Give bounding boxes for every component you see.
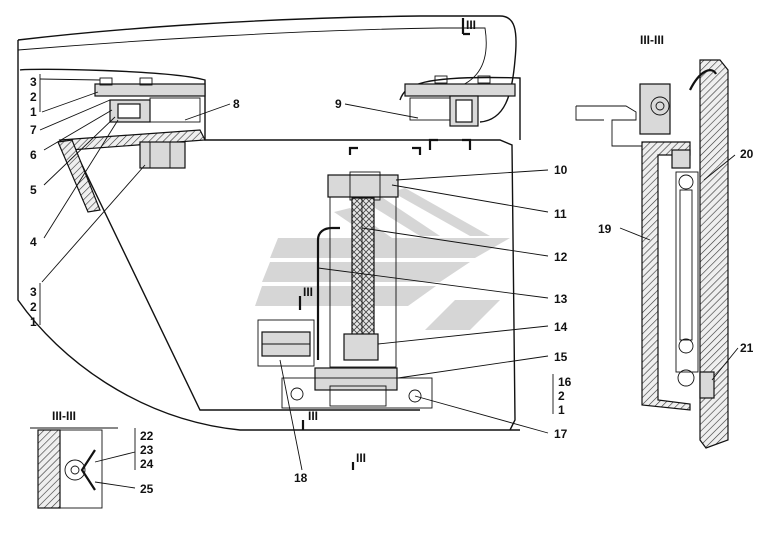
callout-4: 4 <box>30 235 37 249</box>
section-label-bottom: III <box>308 409 318 423</box>
roof-panel <box>19 68 516 431</box>
callout-8: 8 <box>233 97 240 111</box>
lift-mechanism <box>257 146 433 409</box>
stack-inset-0: 22 <box>140 429 154 443</box>
inset-section-view <box>30 427 118 509</box>
section-title-right: III-III <box>640 33 664 47</box>
section-label-mid: III <box>303 285 313 299</box>
cab-roof-inner <box>17 27 487 89</box>
cab-left-wall <box>17 40 520 431</box>
callout-9: 9 <box>335 97 342 111</box>
callout-13: 13 <box>554 292 568 306</box>
labels: III III III III III-III III-III 3 2 1 7 … <box>30 18 754 496</box>
callout-14: 14 <box>554 320 568 334</box>
section-tick-top <box>461 18 470 36</box>
callout-15: 15 <box>554 350 568 364</box>
section-label-top: III <box>466 18 476 32</box>
stack-bottom-left-1: 2 <box>30 300 37 314</box>
stack-bars <box>39 74 554 470</box>
callout-7: 7 <box>30 123 37 137</box>
main-view <box>17 15 521 470</box>
stack-top-left-1: 2 <box>30 90 37 104</box>
stack-top-left-0: 3 <box>30 75 37 89</box>
stack-right-2: 1 <box>558 403 565 417</box>
callout-11: 11 <box>554 207 567 221</box>
left-top-plate <box>94 83 206 97</box>
section-title-inset: III-III <box>52 409 76 423</box>
cab-roof-outline <box>17 15 517 123</box>
left-hinge <box>58 77 206 169</box>
callout-10: 10 <box>554 163 568 177</box>
stack-inset-1: 23 <box>140 443 154 457</box>
right-section-view <box>575 59 729 449</box>
section-label-lower: III <box>356 451 366 465</box>
callout-20: 20 <box>740 147 754 161</box>
right-hinge <box>409 75 491 150</box>
callout-25: 25 <box>140 482 154 496</box>
right-bracket-area <box>399 76 521 140</box>
watermark-logo <box>255 188 510 330</box>
callout-6: 6 <box>30 148 37 162</box>
callout-18: 18 <box>294 471 308 485</box>
stack-bottom-left-2: 1 <box>30 315 37 329</box>
lower-panel <box>69 139 420 411</box>
leader-lines <box>39 78 739 489</box>
callout-5: 5 <box>30 183 37 197</box>
right-top-plate <box>404 83 516 97</box>
stack-inset-2: 24 <box>140 457 154 471</box>
stack-right-1: 2 <box>558 389 565 403</box>
callout-19: 19 <box>598 222 612 236</box>
stack-right-0: 16 <box>558 375 572 389</box>
callout-17: 17 <box>554 427 568 441</box>
callout-21: 21 <box>740 341 754 355</box>
stack-bottom-left-0: 3 <box>30 285 37 299</box>
callout-12: 12 <box>554 250 568 264</box>
door-edge-section <box>57 139 101 213</box>
stack-top-left-2: 1 <box>30 105 37 119</box>
